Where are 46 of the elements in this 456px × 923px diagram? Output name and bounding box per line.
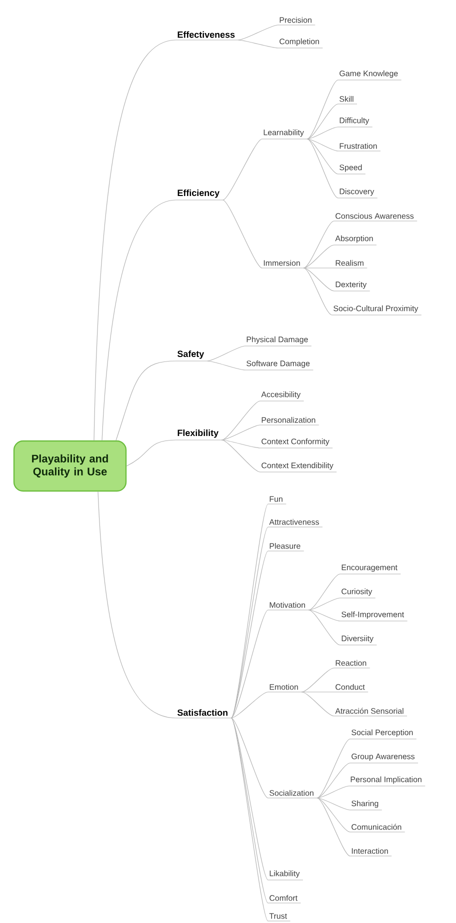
connector-line	[221, 440, 260, 472]
connector-line	[316, 786, 350, 798]
connector-line	[230, 610, 268, 718]
connector-line	[116, 360, 176, 441]
root-topic-box: Playability and Quality in Use	[13, 440, 127, 492]
connector-line	[238, 40, 278, 48]
connector-line	[94, 40, 176, 441]
topic-label: Effectiveness	[176, 31, 239, 40]
connector-line	[308, 610, 340, 646]
connector-line	[303, 268, 332, 316]
connector-line	[306, 138, 338, 152]
connector-line	[303, 220, 334, 268]
connector-line	[102, 200, 176, 441]
connector-line	[98, 491, 176, 718]
connector-line	[301, 668, 334, 692]
connector-line	[308, 574, 340, 610]
connector-line	[306, 104, 338, 140]
connector-line	[316, 798, 350, 810]
connector-line	[207, 346, 246, 362]
connector-line	[306, 126, 338, 140]
connector-line	[303, 244, 334, 268]
connector-line	[316, 798, 350, 856]
connector-line	[221, 440, 260, 448]
connector-line	[316, 738, 350, 798]
connector-line	[306, 80, 338, 140]
connector-line	[238, 24, 278, 40]
connector-line	[230, 692, 268, 718]
connector-line	[221, 424, 260, 440]
connector-line	[316, 798, 350, 832]
connector-line	[316, 762, 350, 798]
topic-label: Satisfaction	[176, 709, 232, 718]
connector-line	[230, 718, 268, 798]
topic-label: Efficiency	[176, 189, 224, 200]
connector-line	[222, 138, 262, 200]
connector-line	[306, 138, 338, 174]
connector-line	[303, 268, 334, 292]
connector-line	[221, 400, 260, 440]
connector-line	[207, 360, 246, 370]
connector-line	[126, 440, 176, 466]
topic-label: Safety	[176, 350, 208, 362]
connector-line	[301, 692, 334, 716]
connector-line	[308, 598, 340, 610]
topic-label: Flexibility	[176, 429, 222, 440]
connector-line	[308, 610, 340, 622]
connector-line	[306, 138, 338, 198]
connector-line	[222, 200, 262, 268]
